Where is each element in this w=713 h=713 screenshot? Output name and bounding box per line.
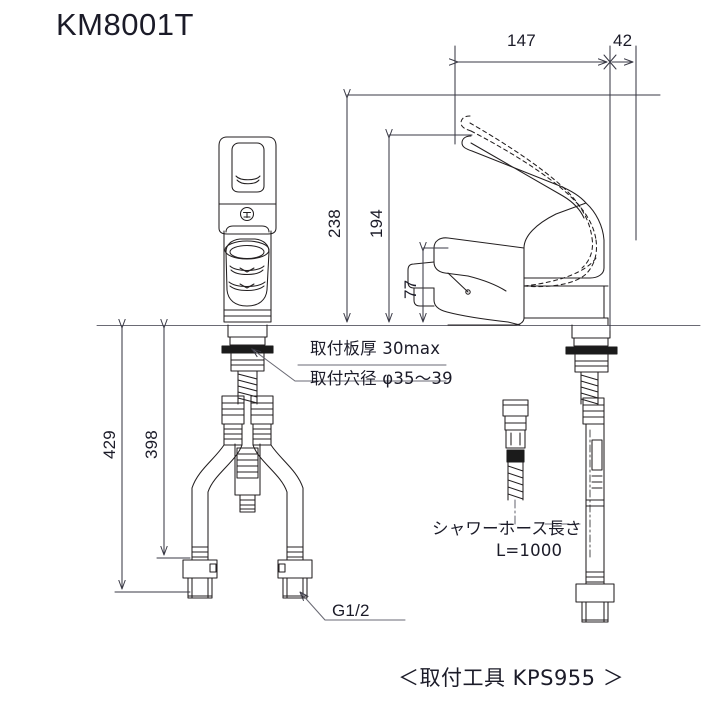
dimension-label-42: 42 — [613, 31, 633, 50]
dimension-398 — [156, 328, 191, 559]
dimension-238 — [347, 95, 661, 323]
faucet-front-view — [218, 136, 277, 323]
dimension-label-194: 194 — [367, 209, 386, 238]
dimension-77 — [423, 248, 449, 323]
dimension-label-429: 429 — [100, 430, 119, 459]
note-shower-hose-length: L=1000 — [496, 541, 563, 560]
dimension-42 — [603, 45, 637, 241]
note-mounting-tool: ＜取付工具 KPS955 ＞ — [398, 666, 625, 690]
dimension-label-238: 238 — [325, 209, 344, 238]
dimension-147 — [455, 45, 611, 331]
dimension-194 — [389, 135, 473, 323]
side-view-below-deck-assembly — [565, 346, 618, 623]
shower-hose-connector-detail — [497, 399, 529, 525]
faucet-side-view — [407, 115, 611, 347]
page-title: KM8001T — [56, 7, 194, 42]
dimension-label-77: 77 — [401, 279, 420, 299]
note-mounting-hole-diameter: 取付穴径 φ35〜39 — [310, 369, 453, 388]
g12-leader — [299, 591, 406, 621]
dimension-label-147: 147 — [507, 31, 536, 50]
note-shower-hose-label: シャワーホース長さ — [432, 519, 582, 538]
front-view-below-deck-assembly — [182, 324, 313, 599]
dimension-label-398: 398 — [142, 430, 161, 459]
mounting-note-leader — [251, 348, 447, 382]
dimension-429 — [114, 328, 191, 593]
note-connection-thread: G1/2 — [332, 601, 370, 620]
note-mounting-plate-thickness: 取付板厚 30max — [310, 339, 441, 358]
